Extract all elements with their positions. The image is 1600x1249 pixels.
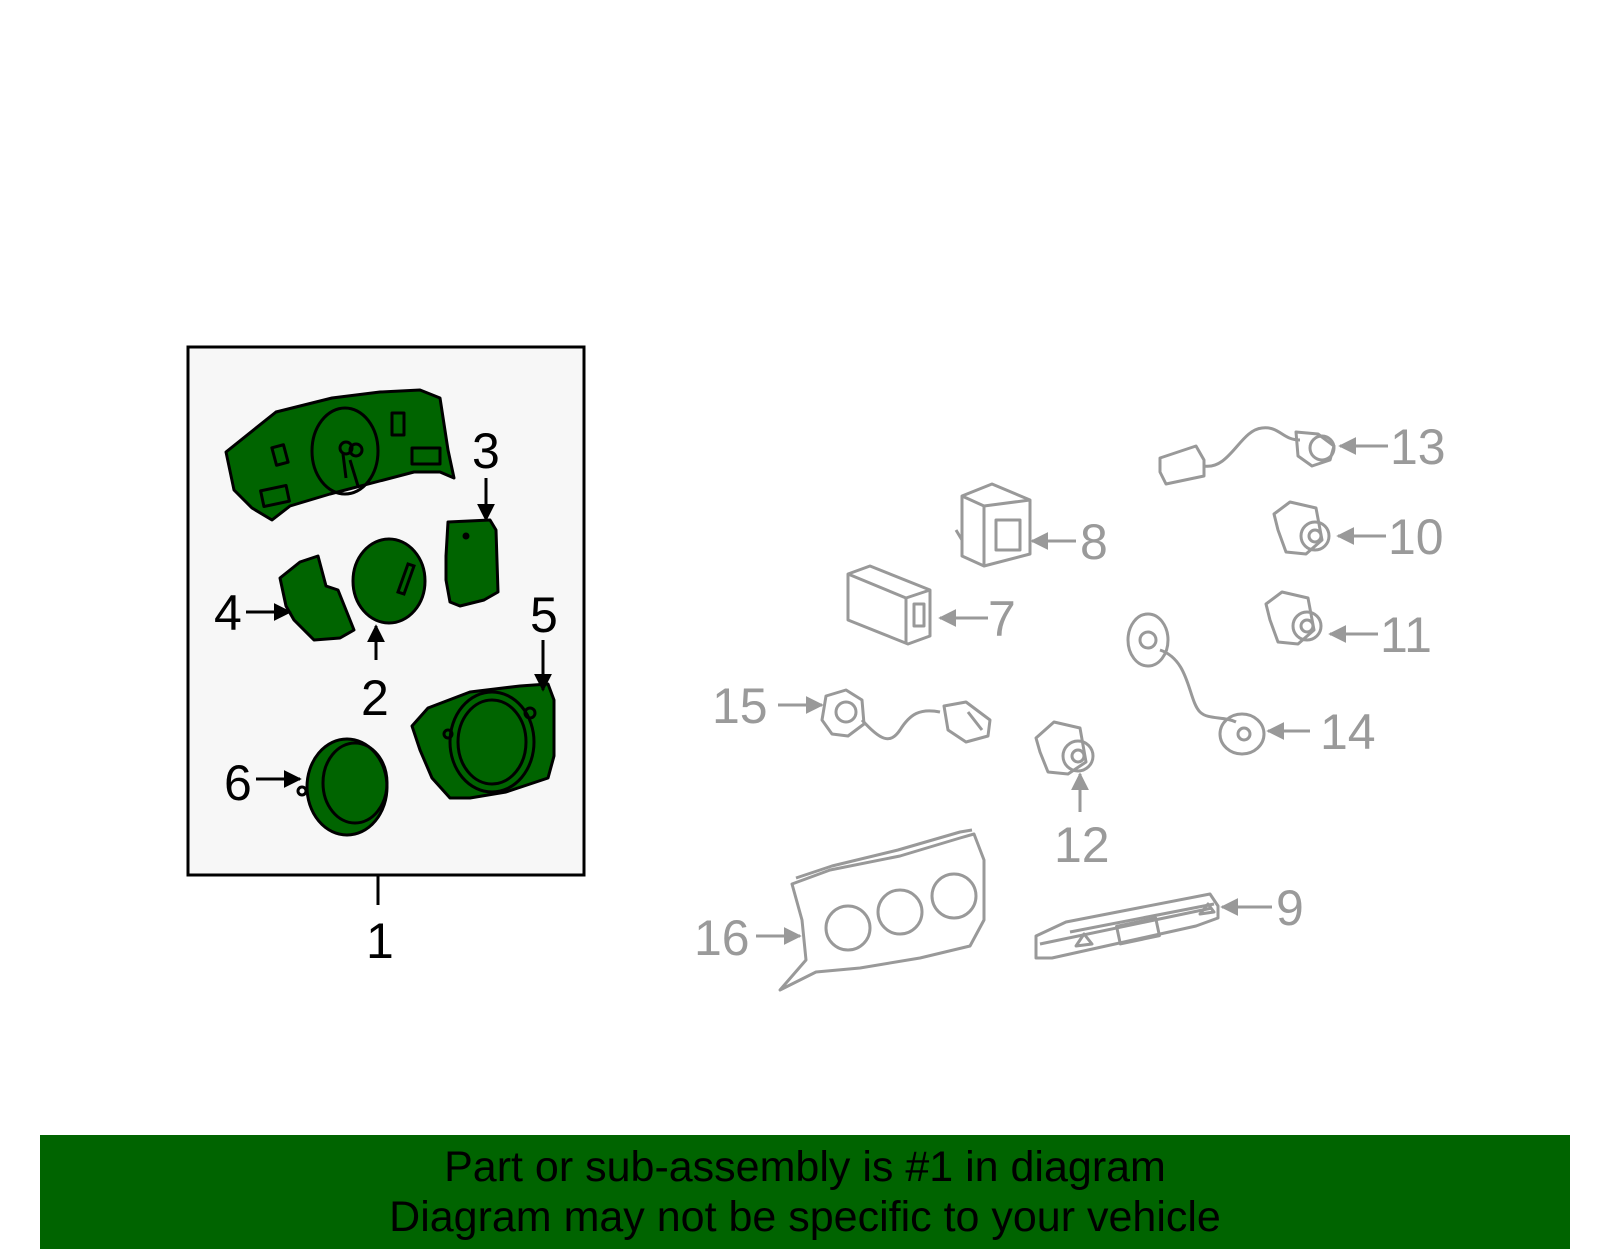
wired-socket-13-part[interactable] xyxy=(1158,426,1336,486)
callout-16: 16 xyxy=(694,910,750,966)
wired-socket-14-part[interactable] xyxy=(1126,612,1266,756)
switch-block-part[interactable] xyxy=(846,564,932,646)
banner-line-2: Diagram may not be specific to your vehi… xyxy=(389,1193,1221,1241)
callout-13: 13 xyxy=(1390,419,1446,475)
callout-7: 7 xyxy=(988,591,1016,647)
bulb-socket-12-part[interactable] xyxy=(1034,720,1095,776)
info-banner: Part or sub-assembly is #1 in diagram Di… xyxy=(40,1135,1570,1249)
control-bezel-part[interactable] xyxy=(778,828,986,992)
callout-15: 15 xyxy=(712,678,768,734)
callout-2: 2 xyxy=(361,670,389,726)
callout-6: 6 xyxy=(224,755,252,811)
banner-line-1: Part or sub-assembly is #1 in diagram xyxy=(444,1143,1166,1191)
wired-socket-15-part[interactable] xyxy=(820,688,992,744)
callout-8: 8 xyxy=(1080,514,1108,570)
callout-11: 11 xyxy=(1380,607,1432,663)
round-dial-part[interactable] xyxy=(351,537,427,625)
round-gauge-part[interactable] xyxy=(296,737,389,837)
callout-9: 9 xyxy=(1276,880,1304,936)
right-gauge-panel-part[interactable] xyxy=(444,518,500,608)
speedometer-housing-part[interactable] xyxy=(410,682,556,800)
callout-1: 1 xyxy=(366,913,394,969)
callout-14: 14 xyxy=(1320,704,1376,760)
callout-3: 3 xyxy=(472,423,500,479)
connector-box-part[interactable] xyxy=(954,482,1032,568)
cluster-housing-part[interactable] xyxy=(224,388,456,522)
switch-strip-part[interactable] xyxy=(1034,892,1220,960)
callout-4: 4 xyxy=(214,585,242,641)
callout-5: 5 xyxy=(530,587,558,643)
bulb-socket-11-part[interactable] xyxy=(1264,590,1323,646)
bulb-socket-10-part[interactable] xyxy=(1272,500,1331,556)
callout-12: 12 xyxy=(1054,817,1110,873)
callout-10: 10 xyxy=(1388,509,1444,565)
